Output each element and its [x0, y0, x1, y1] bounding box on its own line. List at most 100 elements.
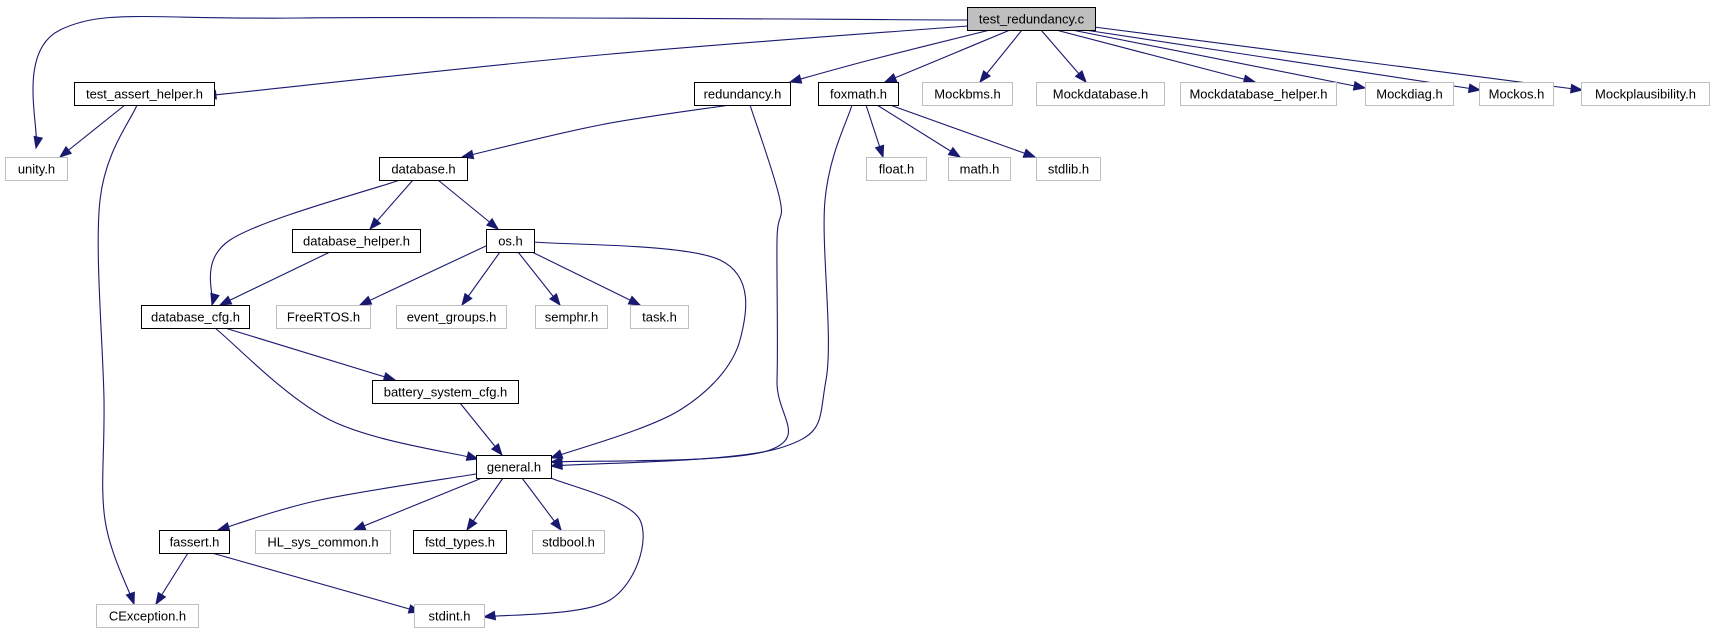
edge-battery_system_cfg-to-general — [459, 402, 503, 457]
node-box — [1036, 157, 1101, 181]
edge-line — [1071, 29, 1366, 89]
node-label: database.h — [391, 162, 455, 177]
edge-line — [219, 251, 331, 306]
node-database-cfg[interactable]: database_cfg.h — [141, 305, 250, 329]
edge-arrowhead — [382, 371, 397, 382]
node-label: stdbool.h — [542, 535, 595, 550]
node-label: HL_sys_common.h — [267, 535, 378, 550]
node-label: database_cfg.h — [151, 310, 240, 325]
edge-database-to-database_helper — [369, 179, 414, 231]
node-label: Mockdatabase_helper.h — [1189, 87, 1327, 102]
node-semphr: semphr.h — [535, 305, 608, 329]
edge-line — [209, 179, 401, 306]
node-label: os.h — [498, 234, 523, 249]
edge-test_redundancy-to-Mockdatabase — [1040, 29, 1087, 84]
edge-arrowhead — [788, 74, 803, 84]
edge-test_redundancy-to-redundancy — [788, 29, 991, 84]
edge-fassert-to-CException — [155, 552, 189, 606]
node-foxmath[interactable]: foxmath.h — [818, 82, 899, 106]
edge-test_redundancy-to-Mockplausibility — [1093, 26, 1584, 94]
node-Mockdatabase: Mockdatabase.h — [1036, 82, 1165, 106]
edge-line — [224, 327, 396, 381]
node-label: stdlib.h — [1048, 162, 1089, 177]
node-box — [630, 305, 689, 329]
node-fassert[interactable]: fassert.h — [159, 530, 230, 554]
node-label: semphr.h — [545, 310, 598, 325]
node-stdint: stdint.h — [414, 604, 485, 628]
node-HL-sys-common: HL_sys_common.h — [255, 530, 391, 554]
node-label: test_assert_helper.h — [86, 87, 203, 102]
node-float: float.h — [866, 157, 927, 181]
edge-arrowhead — [947, 146, 962, 158]
edge-arrowhead — [461, 292, 473, 307]
node-label: test_redundancy.c — [979, 12, 1085, 27]
edge-line — [211, 552, 421, 613]
node-box — [922, 82, 1013, 106]
node-test-assert-helper[interactable]: test_assert_helper.h — [74, 82, 215, 106]
node-box — [141, 305, 250, 329]
edge-database_cfg-to-general — [214, 327, 480, 461]
node-box — [292, 229, 421, 253]
node-box — [413, 530, 507, 554]
edge-arrowhead — [369, 217, 382, 231]
node-label: Mockdatabase.h — [1053, 87, 1148, 102]
edge-arrowhead — [1467, 83, 1482, 94]
edge-redundancy-to-general — [549, 104, 790, 467]
node-os[interactable]: os.h — [486, 229, 535, 253]
node-event-groups: event_groups.h — [396, 305, 507, 329]
edge-line — [461, 104, 731, 158]
edge-line — [531, 251, 641, 306]
node-Mockdatabase-helper: Mockdatabase_helper.h — [1180, 82, 1337, 106]
node-box — [255, 530, 391, 554]
node-test-redundancy[interactable]: test_redundancy.c — [967, 7, 1096, 31]
node-box — [379, 157, 468, 181]
node-box — [948, 157, 1011, 181]
node-label: fstd_types.h — [425, 535, 495, 550]
node-database-helper[interactable]: database_helper.h — [292, 229, 421, 253]
edge-line — [204, 25, 969, 97]
node-box — [694, 82, 791, 106]
edge-line — [533, 241, 747, 459]
node-fstd-types[interactable]: fstd_types.h — [413, 530, 507, 554]
edge-os-to-general — [533, 241, 747, 459]
node-redundancy[interactable]: redundancy.h — [694, 82, 791, 106]
node-database[interactable]: database.h — [379, 157, 468, 181]
edge-arrowhead — [1570, 83, 1584, 94]
edge-arrowhead — [874, 144, 885, 159]
edge-arrowhead — [549, 460, 563, 470]
node-box — [818, 82, 899, 106]
node-FreeRTOS: FreeRTOS.h — [276, 305, 371, 329]
edge-fassert-to-stdint — [211, 552, 422, 614]
edge-general-to-HL_sys_common — [352, 477, 483, 531]
node-box — [372, 380, 519, 404]
edge-test_redundancy-to-Mockdiag — [1071, 29, 1367, 91]
edge-arrowhead — [155, 591, 167, 606]
node-CException: CException.h — [96, 604, 199, 628]
edge-line — [437, 179, 499, 230]
node-stdlib: stdlib.h — [1036, 157, 1101, 181]
node-math: math.h — [948, 157, 1011, 181]
edge-foxmath-to-float — [865, 104, 885, 159]
edge-line — [217, 473, 477, 531]
edge-arrowhead — [549, 292, 561, 307]
edge-line — [359, 244, 489, 306]
node-label: math.h — [960, 162, 1000, 177]
node-box — [159, 530, 230, 554]
node-battery-system-cfg[interactable]: battery_system_cfg.h — [372, 380, 519, 404]
edge-arrowhead — [358, 295, 373, 306]
edge-line — [353, 477, 483, 531]
edge-arrowhead — [979, 69, 992, 84]
node-general[interactable]: general.h — [476, 455, 552, 479]
edge-line — [32, 15, 968, 149]
edge-arrowhead — [125, 591, 135, 606]
edge-line — [876, 104, 961, 158]
edge-arrowhead — [549, 449, 564, 459]
node-Mockbms: Mockbms.h — [922, 82, 1013, 106]
edge-arrowhead — [485, 217, 500, 230]
edge-line — [884, 29, 1011, 83]
edge-arrowhead — [210, 292, 220, 307]
node-box — [1036, 82, 1165, 106]
edge-arrowhead — [550, 517, 562, 532]
node-label: float.h — [879, 162, 914, 177]
